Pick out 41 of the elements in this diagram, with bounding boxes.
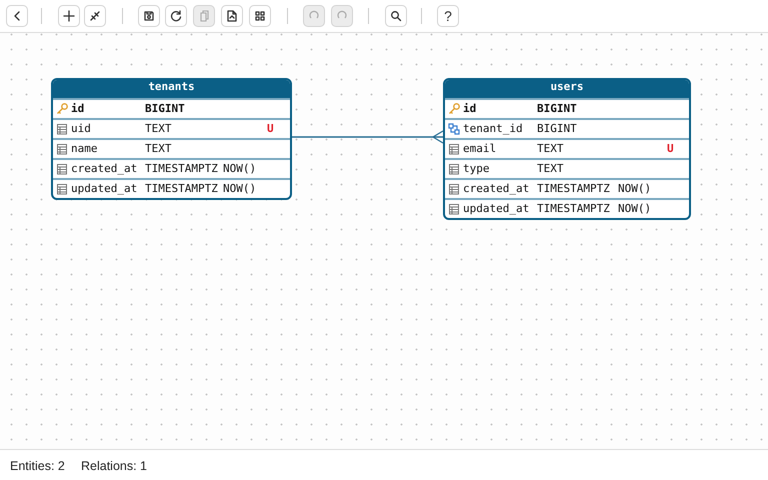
- column-type: TEXT: [145, 142, 172, 156]
- column-name: tenant_id: [463, 122, 523, 136]
- unique-marker: U: [267, 122, 274, 136]
- unique-marker: U: [667, 142, 674, 156]
- help-button: ?: [437, 5, 459, 27]
- column-type: TEXT: [145, 122, 172, 136]
- column-name: uid: [71, 122, 91, 136]
- column-default: NOW(): [223, 182, 256, 196]
- column-type: TEXT: [537, 142, 564, 156]
- column-type: TIMESTAMPTZ: [145, 162, 218, 176]
- table-row: [53, 178, 290, 198]
- column-type: BIGINT: [145, 102, 185, 116]
- table-title: tenants: [53, 80, 290, 98]
- column-default: NOW(): [618, 182, 652, 196]
- column-type: BIGINT: [537, 102, 577, 116]
- column-type: TEXT: [537, 162, 564, 176]
- status-text: Relations: 1: [81, 459, 148, 473]
- column-type: BIGINT: [537, 122, 577, 136]
- column-type: TIMESTAMPTZ: [145, 182, 218, 196]
- status-text: Entities: 2: [10, 459, 65, 473]
- column-name: updated_at: [463, 202, 530, 216]
- column-name: created_at: [71, 162, 138, 176]
- entity-table: [443, 78, 691, 220]
- column-type: TIMESTAMPTZ: [537, 202, 610, 216]
- column-name: id: [463, 102, 476, 116]
- column-name: id: [71, 102, 84, 116]
- relationship-line: [292, 130, 444, 144]
- table-title: users: [445, 80, 689, 98]
- entity-table: [51, 78, 292, 200]
- column-default: NOW(): [223, 162, 256, 176]
- column-name: updated_at: [71, 182, 138, 196]
- column-type: TIMESTAMPTZ: [537, 182, 610, 196]
- column-name: email: [463, 142, 496, 156]
- column-name: created_at: [463, 182, 530, 196]
- table-row: [445, 178, 689, 198]
- table-row: [445, 118, 689, 138]
- table-row: [53, 158, 290, 178]
- table-row: [445, 198, 689, 218]
- column-name: type: [463, 162, 490, 176]
- column-name: name: [71, 142, 98, 156]
- column-default: NOW(): [618, 202, 652, 216]
